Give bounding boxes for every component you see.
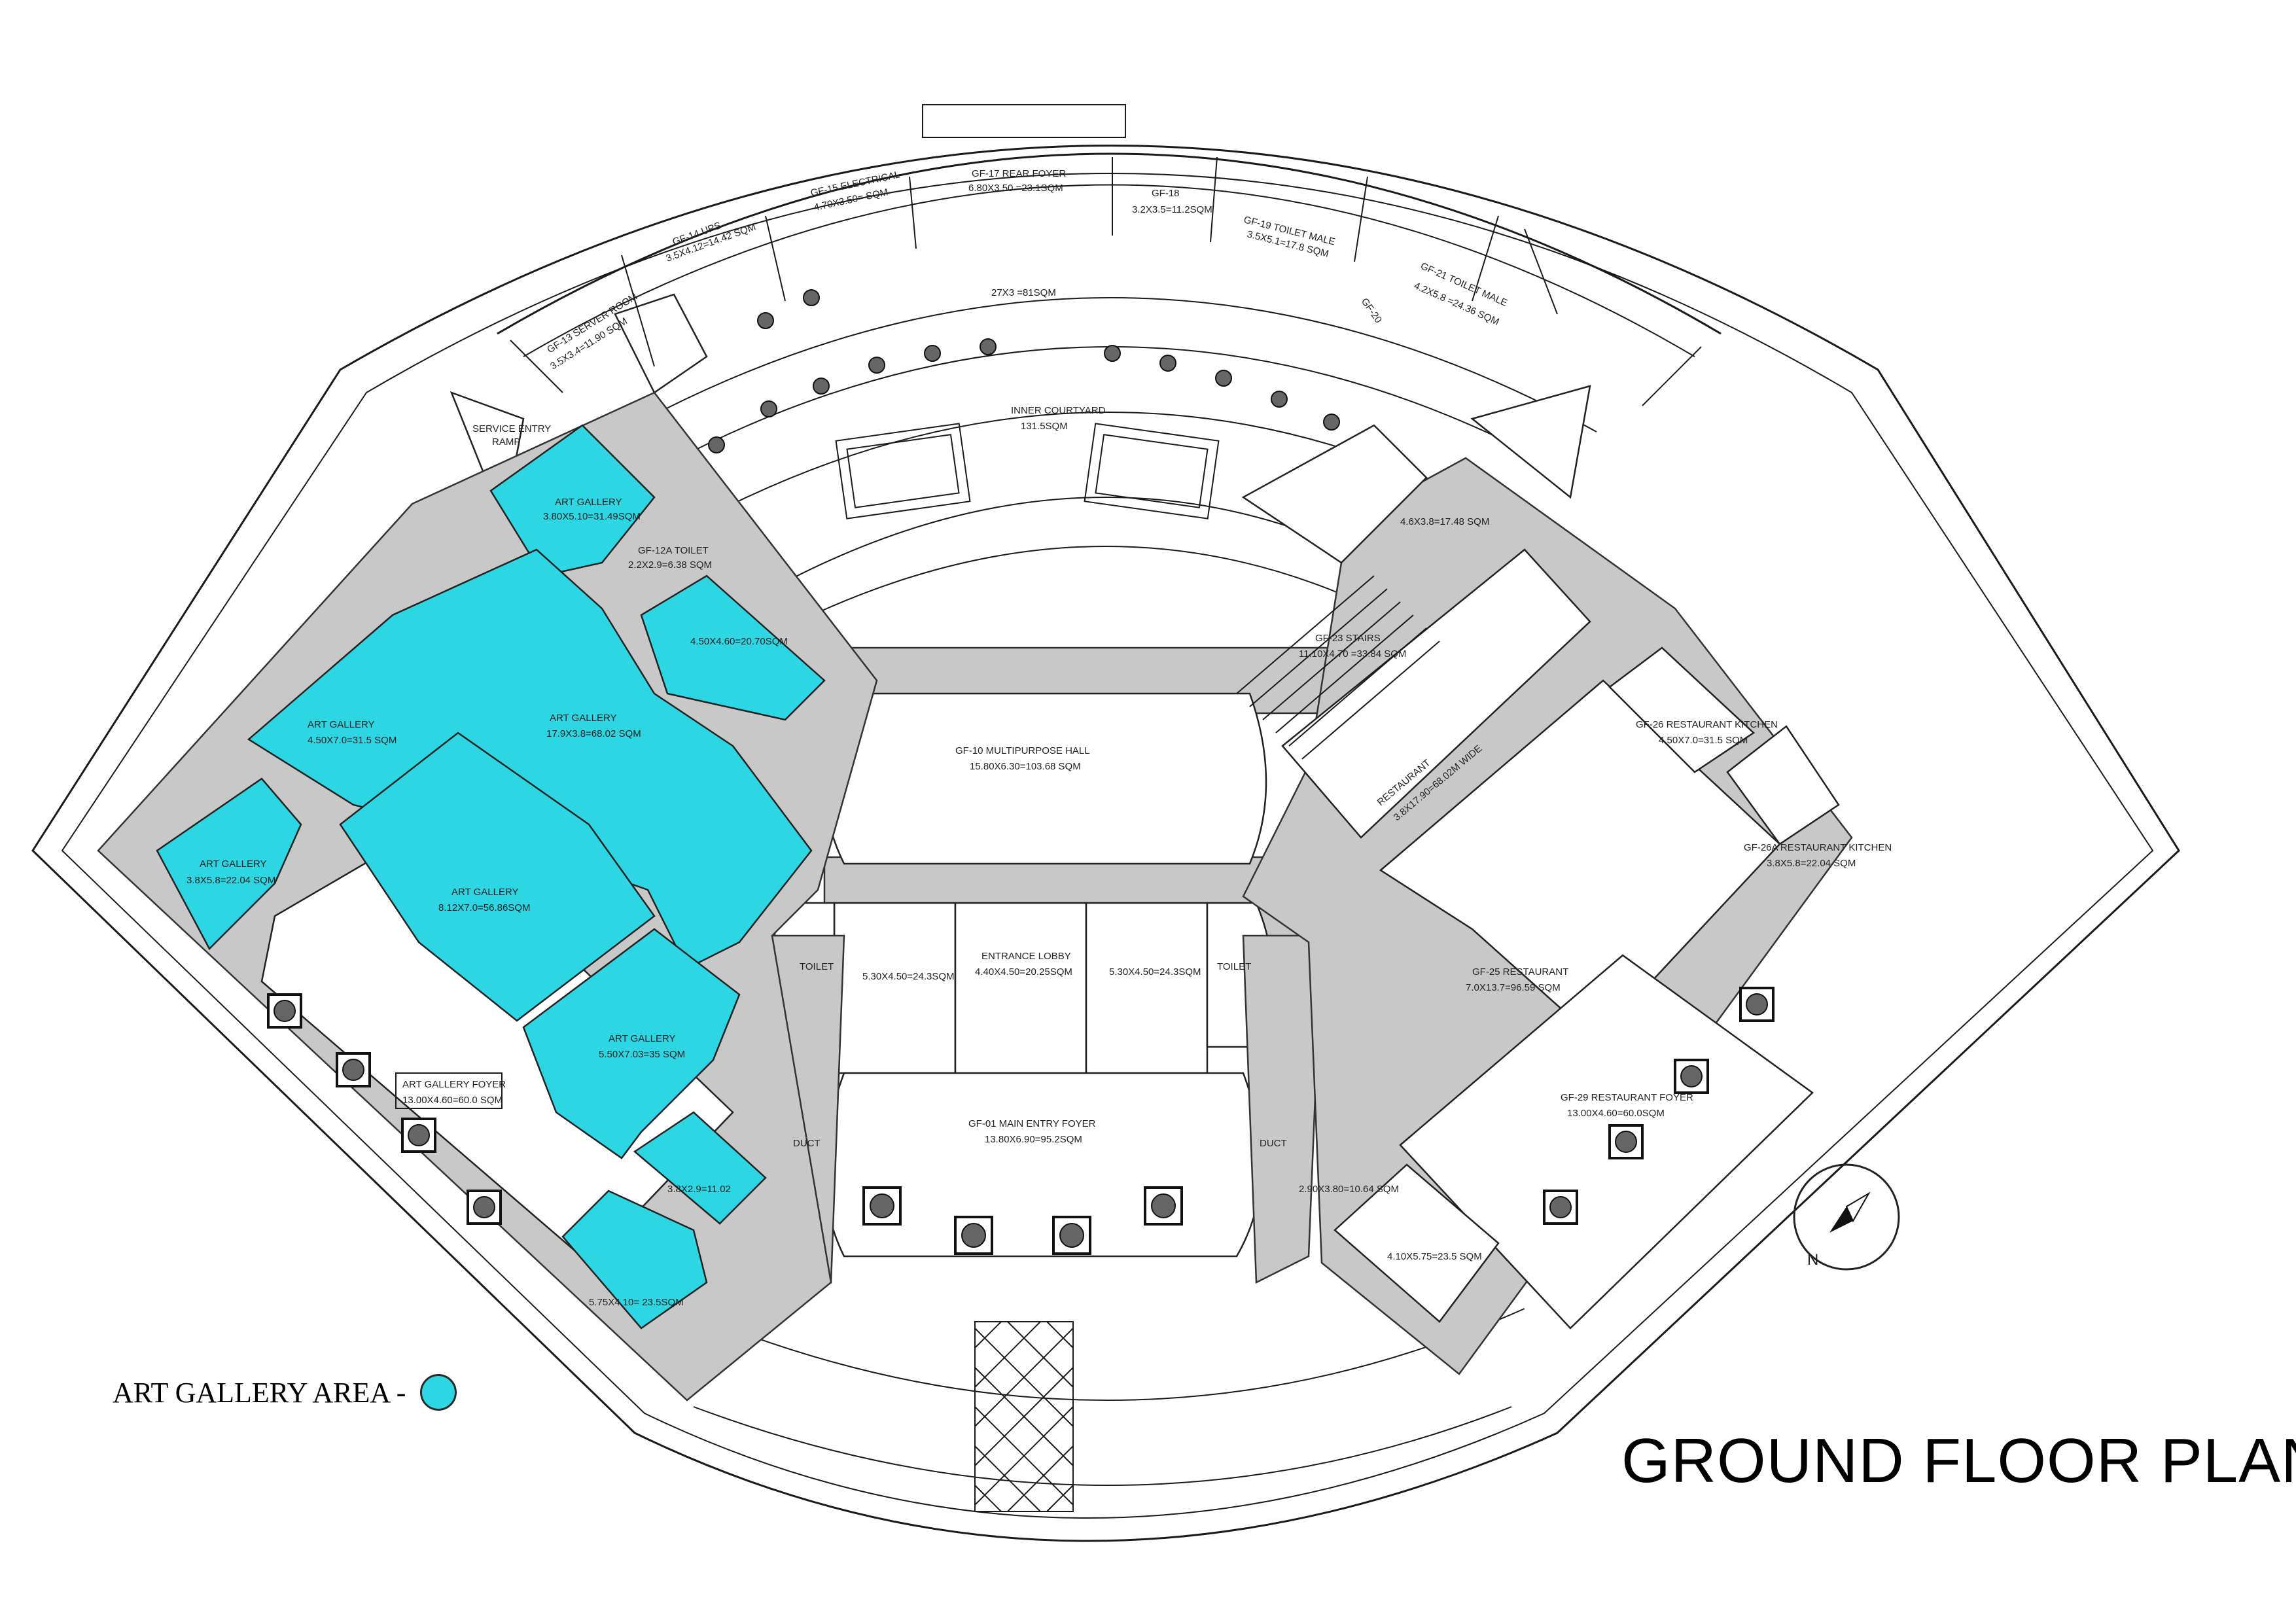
label-gf17: GF-17 REAR FOYER (972, 168, 1066, 179)
left-wing-columns (267, 993, 502, 1225)
label-gf26: GF-26 RESTAURANT KITCHEN (1636, 719, 1778, 730)
label-ag8-dims: 3.8X2.9=11.02 (667, 1184, 731, 1195)
label-gf18: GF-18 (1152, 188, 1180, 199)
agf-label-box (395, 1072, 503, 1109)
north-label: N (1807, 1251, 1819, 1269)
label-agf: ART GALLERY FOYER (402, 1079, 506, 1090)
label-gf29-dims: 13.00X4.60=60.0SQM (1567, 1108, 1665, 1119)
foyer-columns (862, 1186, 1183, 1255)
label-duct-left: DUCT (793, 1138, 821, 1149)
label-gf18-dims: 3.2X3.5=11.2SQM (1132, 204, 1212, 215)
label-gf26-dims: 4.50X7.0=31.5 SQM (1659, 735, 1748, 746)
label-toilet-right: TOILET (1217, 961, 1251, 972)
label-lobby-dims: 4.40X4.50=20.25SQM (975, 966, 1072, 978)
label-gf10: GF-10 MULTIPURPOSE HALL (955, 745, 1090, 756)
right-wing-columns (1543, 987, 1775, 1225)
label-gf12a-dims: 2.2X2.9=6.38 SQM (628, 559, 712, 571)
legend: ART GALLERY AREA - (113, 1374, 457, 1411)
north-arrow-icon (1793, 1163, 1900, 1271)
rear-rooms (510, 156, 1702, 406)
legend-swatch (420, 1374, 457, 1411)
label-ag1-dims: 3.80X5.10=31.49SQM (543, 511, 641, 522)
label-ag6-dims: 8.12X7.0=56.86SQM (438, 902, 531, 913)
label-gf25: GF-25 RESTAURANT (1472, 966, 1568, 978)
label-duct-right: DUCT (1260, 1138, 1287, 1149)
label-r1: 2.90X3.80=10.64 SQM (1299, 1184, 1399, 1195)
label-ag2-dims: 4.50X4.60=20.70SQM (690, 636, 788, 647)
label-gf26a-dims: 3.8X5.8=22.04 SQM (1767, 858, 1856, 869)
label-r2: 4.10X5.75=23.5 SQM (1387, 1251, 1482, 1262)
label-gf10-dims: 15.80X6.30=103.68 SQM (970, 761, 1081, 772)
label-gf29: GF-29 RESTAURANT FOYER (1561, 1092, 1693, 1103)
label-gf20: GF-20 (1359, 296, 1384, 326)
label-stair-top: 4.6X3.8=17.48 SQM (1400, 516, 1489, 527)
label-ramp-1: SERVICE ENTRY (472, 423, 551, 434)
label-courtyard-area: 131.5SQM (1021, 421, 1068, 432)
label-ag5: ART GALLERY (200, 858, 267, 870)
label-ag3: ART GALLERY (308, 719, 375, 730)
label-ag7: ART GALLERY (609, 1033, 676, 1044)
label-gf25-dims: 7.0X13.7=96.59 SQM (1466, 982, 1561, 993)
legend-label: ART GALLERY AREA - (113, 1376, 406, 1409)
page-title: GROUND FLOOR PLAN (1621, 1426, 2296, 1496)
label-gf12a: GF-12A TOILET (638, 545, 709, 556)
courtyard-columns (708, 289, 1340, 453)
label-ag5-dims: 3.8X5.8=22.04 SQM (186, 875, 275, 886)
label-toilet-left: TOILET (800, 961, 834, 972)
label-ag7-dims: 5.50X7.03=35 SQM (599, 1049, 685, 1060)
label-toilet-left-dims: 5.30X4.50=24.3SQM (862, 971, 955, 982)
label-ramp-2: RAMP (492, 436, 520, 448)
label-agf-dims: 13.00X4.60=60.0 SQM (402, 1095, 503, 1106)
label-lobby: ENTRANCE LOBBY (981, 951, 1071, 962)
right-wing (1236, 424, 1853, 1375)
label-ag3-dims: 4.50X7.0=31.5 SQM (308, 735, 397, 746)
label-gf17-dims: 6.80X3.50 =23.1SQM (968, 183, 1063, 194)
label-gf26a: GF-26A RESTAURANT KITCHEN (1744, 842, 1892, 853)
label-gf01: GF-01 MAIN ENTRY FOYER (968, 1118, 1096, 1129)
label-gf23: GF-23 STAIRS (1315, 633, 1381, 644)
entry-path (974, 1321, 1074, 1512)
label-courtyard: INNER COURTYARD (1011, 405, 1106, 416)
art-gallery-areas (156, 424, 826, 1330)
label-ag9-dims: 5.75X4.10= 23.5SQM (589, 1297, 684, 1308)
label-toilet-right-dims: 5.30X4.50=24.3SQM (1109, 966, 1201, 978)
label-gf01-dims: 13.80X6.90=95.2SQM (985, 1134, 1082, 1145)
label-ag1: ART GALLERY (555, 497, 622, 508)
label-ag6: ART GALLERY (451, 887, 519, 898)
label-ag4-dims: 17.9X3.8=68.02 SQM (546, 728, 641, 739)
courtyard-planters (835, 423, 1220, 520)
label-corridor: 27X3 =81SQM (991, 287, 1056, 298)
label-ag4: ART GALLERY (550, 713, 617, 724)
label-gf23-dims: 11.10X4.70 =33.84 SQM (1299, 648, 1406, 660)
